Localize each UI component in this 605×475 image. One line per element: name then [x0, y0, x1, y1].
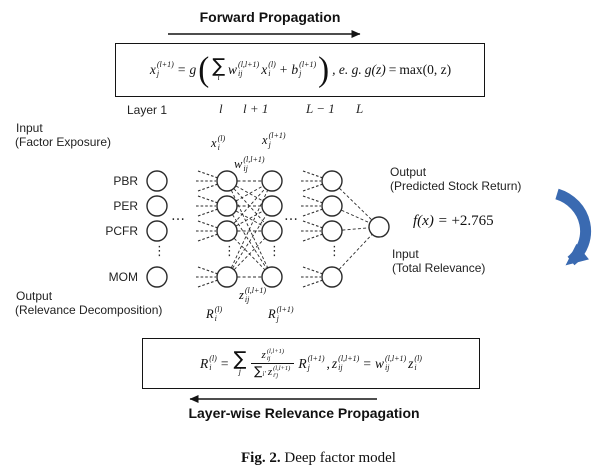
- layer-label-L-minus-1: L − 1: [306, 101, 335, 116]
- w-ij-label: w(l,l+1)ij: [234, 155, 265, 173]
- forward-formula: x(l+1)j = g ( ∑i w(l,l+1)ij x(l)i + b(l+…: [149, 50, 452, 89]
- relevance-input-subtitle: (Total Relevance): [392, 261, 486, 275]
- relevance-output-title: Output: [16, 289, 53, 303]
- hidden-node: [216, 170, 238, 192]
- output-node: [368, 216, 390, 238]
- layer-label-l: l: [219, 101, 223, 116]
- factor-per: PER: [113, 199, 138, 213]
- factor-mom: MOM: [108, 270, 138, 284]
- math-x-out: x(l+1)j: [149, 60, 174, 78]
- math-z-ij: z(l,l+1)ij: [331, 353, 360, 372]
- vdots-input: ⋮: [153, 244, 166, 259]
- sum-over-i: ∑i: [212, 54, 226, 83]
- hidden-node: [261, 195, 283, 217]
- comma: ,: [326, 355, 330, 371]
- input-node: [146, 195, 168, 217]
- max-text: max(0, z): [399, 62, 452, 77]
- hidden-node: [216, 220, 238, 242]
- input-node: [146, 220, 168, 242]
- eg-text: , e. g.: [332, 62, 362, 77]
- lrp-formula: R(l)i = ∑j z(l,l+1)ij ∑i′z(l,l+1)i′j R(l…: [199, 348, 423, 380]
- factor-pbr: PBR: [113, 174, 138, 188]
- hdots-right: …: [284, 208, 298, 224]
- sum-over-i-prime: ∑i′: [254, 364, 266, 378]
- hidden-node: [321, 220, 343, 242]
- hidden-node: [321, 170, 343, 192]
- sum-over-j: ∑j: [233, 348, 247, 376]
- R-j-label: R(l+1)j: [268, 305, 294, 323]
- equals-sign: =: [363, 355, 371, 371]
- math-z-i: z(l)i: [408, 353, 422, 372]
- hidden-node: [261, 266, 283, 288]
- relevance-input-title: Input: [392, 247, 419, 261]
- math-weight: w(l,l+1)ij: [228, 60, 260, 78]
- input-node: [146, 266, 168, 288]
- equals-sign: =: [177, 62, 186, 77]
- prediction-output-title: Output: [390, 165, 427, 179]
- forward-formula-box: x(l+1)j = g ( ∑i w(l,l+1)ij x(l)i + b(l+…: [115, 43, 485, 97]
- figure-number: Fig. 2.: [241, 450, 281, 466]
- gz-text: g(z): [364, 62, 386, 77]
- hidden-node: [261, 170, 283, 192]
- layer-Lm1-input-stubs: [301, 170, 324, 288]
- forward-propagation-title: Forward Propagation: [199, 9, 341, 25]
- hidden-node: [321, 266, 343, 288]
- input-title: Input: [16, 121, 43, 135]
- layer-l-input-stubs: [196, 170, 219, 288]
- activation-g: g: [189, 62, 197, 77]
- layer-label-L: L: [356, 101, 364, 116]
- prediction-value: f(x) = +2.765: [413, 213, 494, 229]
- math-bias: b(l+1)j: [291, 60, 317, 78]
- input-node: [146, 170, 168, 192]
- vdots-layer-l: ⋮: [223, 244, 236, 259]
- figure-caption: Fig. 2. Deep factor model: [26, 450, 605, 467]
- vdots-layer-l1: ⋮: [268, 244, 281, 259]
- R-i-label: R(l)i: [206, 305, 223, 323]
- equals-sign: =: [220, 355, 229, 371]
- layer-label-1: Layer 1: [127, 103, 168, 117]
- math-x-in: x(l)i: [261, 60, 276, 78]
- x-i-label: x(l)i: [211, 134, 226, 152]
- relevance-fraction: z(l,l+1)ij ∑i′z(l,l+1)i′j: [251, 348, 295, 380]
- hidden-node: [321, 195, 343, 217]
- figure-caption-text: Deep factor model: [284, 450, 396, 466]
- hidden-node: [216, 195, 238, 217]
- network-nodes: [146, 170, 390, 288]
- left-paren: (: [198, 50, 210, 89]
- math-w-ij: w(l,l+1)ij: [374, 353, 407, 372]
- math-R-i: R(l)i: [200, 353, 217, 372]
- x-j-label: x(l+1)j: [262, 131, 286, 149]
- z-ij-label: z(l,l+1)ij: [239, 286, 267, 304]
- cycle-arrow: [555, 188, 592, 266]
- hidden-node: [216, 266, 238, 288]
- factor-pcfr: PCFR: [105, 224, 138, 238]
- hidden-node: [261, 220, 283, 242]
- hdots-left: …: [171, 208, 185, 224]
- math-R-j: R(l+1)j: [298, 353, 325, 372]
- prediction-output-subtitle: (Predicted Stock Return): [390, 179, 522, 193]
- lrp-formula-box: R(l)i = ∑j z(l,l+1)ij ∑i′z(l,l+1)i′j R(l…: [142, 338, 480, 389]
- layer-label-l-plus-1: l + 1: [243, 101, 269, 116]
- vdots-layer-Lm1: ⋮: [328, 244, 341, 259]
- tail-equals: =: [388, 62, 397, 77]
- right-paren: ): [318, 50, 330, 89]
- relevance-output-subtitle: (Relevance Decomposition): [15, 303, 163, 317]
- plus-sign: +: [279, 62, 288, 77]
- lrp-title: Layer-wise Relevance Propagation: [188, 405, 420, 421]
- input-subtitle: (Factor Exposure): [15, 135, 112, 149]
